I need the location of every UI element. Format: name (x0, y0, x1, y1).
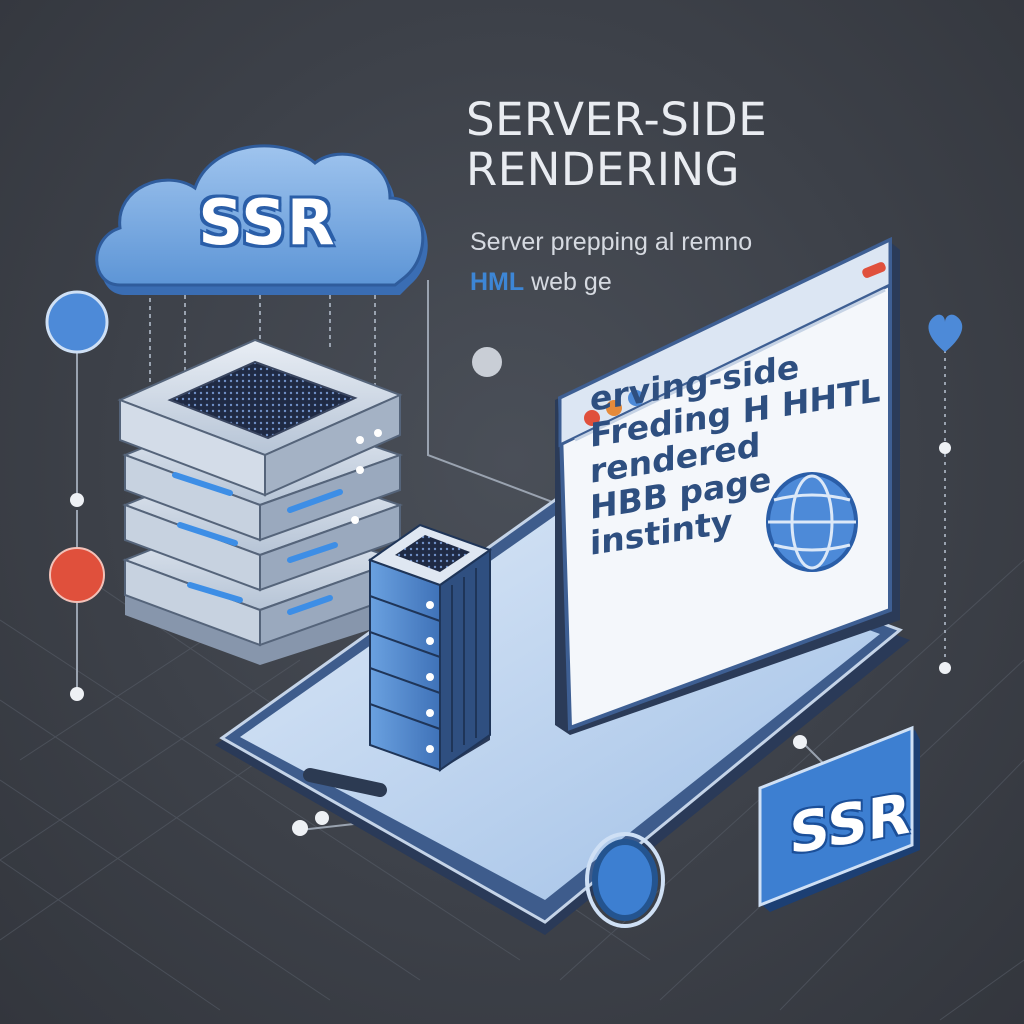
subtitle-highlight: HML (470, 268, 525, 296)
ssr-badge (758, 725, 920, 912)
window-close-dot (584, 410, 600, 426)
blue-node-dot (45, 290, 109, 354)
server-tower-icon (367, 523, 493, 772)
subtitle: Server prepping al remno HML web ge (470, 222, 930, 302)
ring-icon (585, 832, 665, 928)
small-node-dot (70, 687, 84, 701)
subtitle-line-1: Server prepping al remno (470, 228, 753, 256)
title-line-1: SERVER-SIDE (466, 93, 768, 146)
small-node-dot (939, 442, 951, 454)
browser-window-icon (555, 236, 900, 735)
server-stack-icon (117, 338, 404, 665)
small-node-dot (292, 820, 308, 836)
title-line-2: RENDERING (466, 143, 741, 196)
grey-node-dot (472, 347, 502, 377)
window-max-dot (628, 390, 644, 406)
small-node-dot (939, 662, 951, 674)
cloud-label: SSR (198, 186, 336, 259)
globe-icon (766, 472, 858, 572)
cloud-icon (95, 144, 428, 295)
left-connectors (76, 280, 946, 831)
window-min-dot (606, 400, 622, 416)
small-node-dot (70, 493, 84, 507)
red-node-dot (49, 547, 105, 603)
browser-screen-text: erving-side Freding H HHTL rendered HBB … (590, 346, 881, 682)
subtitle-line-2-rest: web ge (524, 268, 612, 296)
page-title: SERVER-SIDE RENDERING (466, 95, 986, 195)
small-node-dot (793, 735, 807, 749)
heart-icon (928, 314, 963, 352)
subtitle-line-2: HML web ge (470, 262, 930, 302)
small-node-dot (315, 811, 329, 825)
